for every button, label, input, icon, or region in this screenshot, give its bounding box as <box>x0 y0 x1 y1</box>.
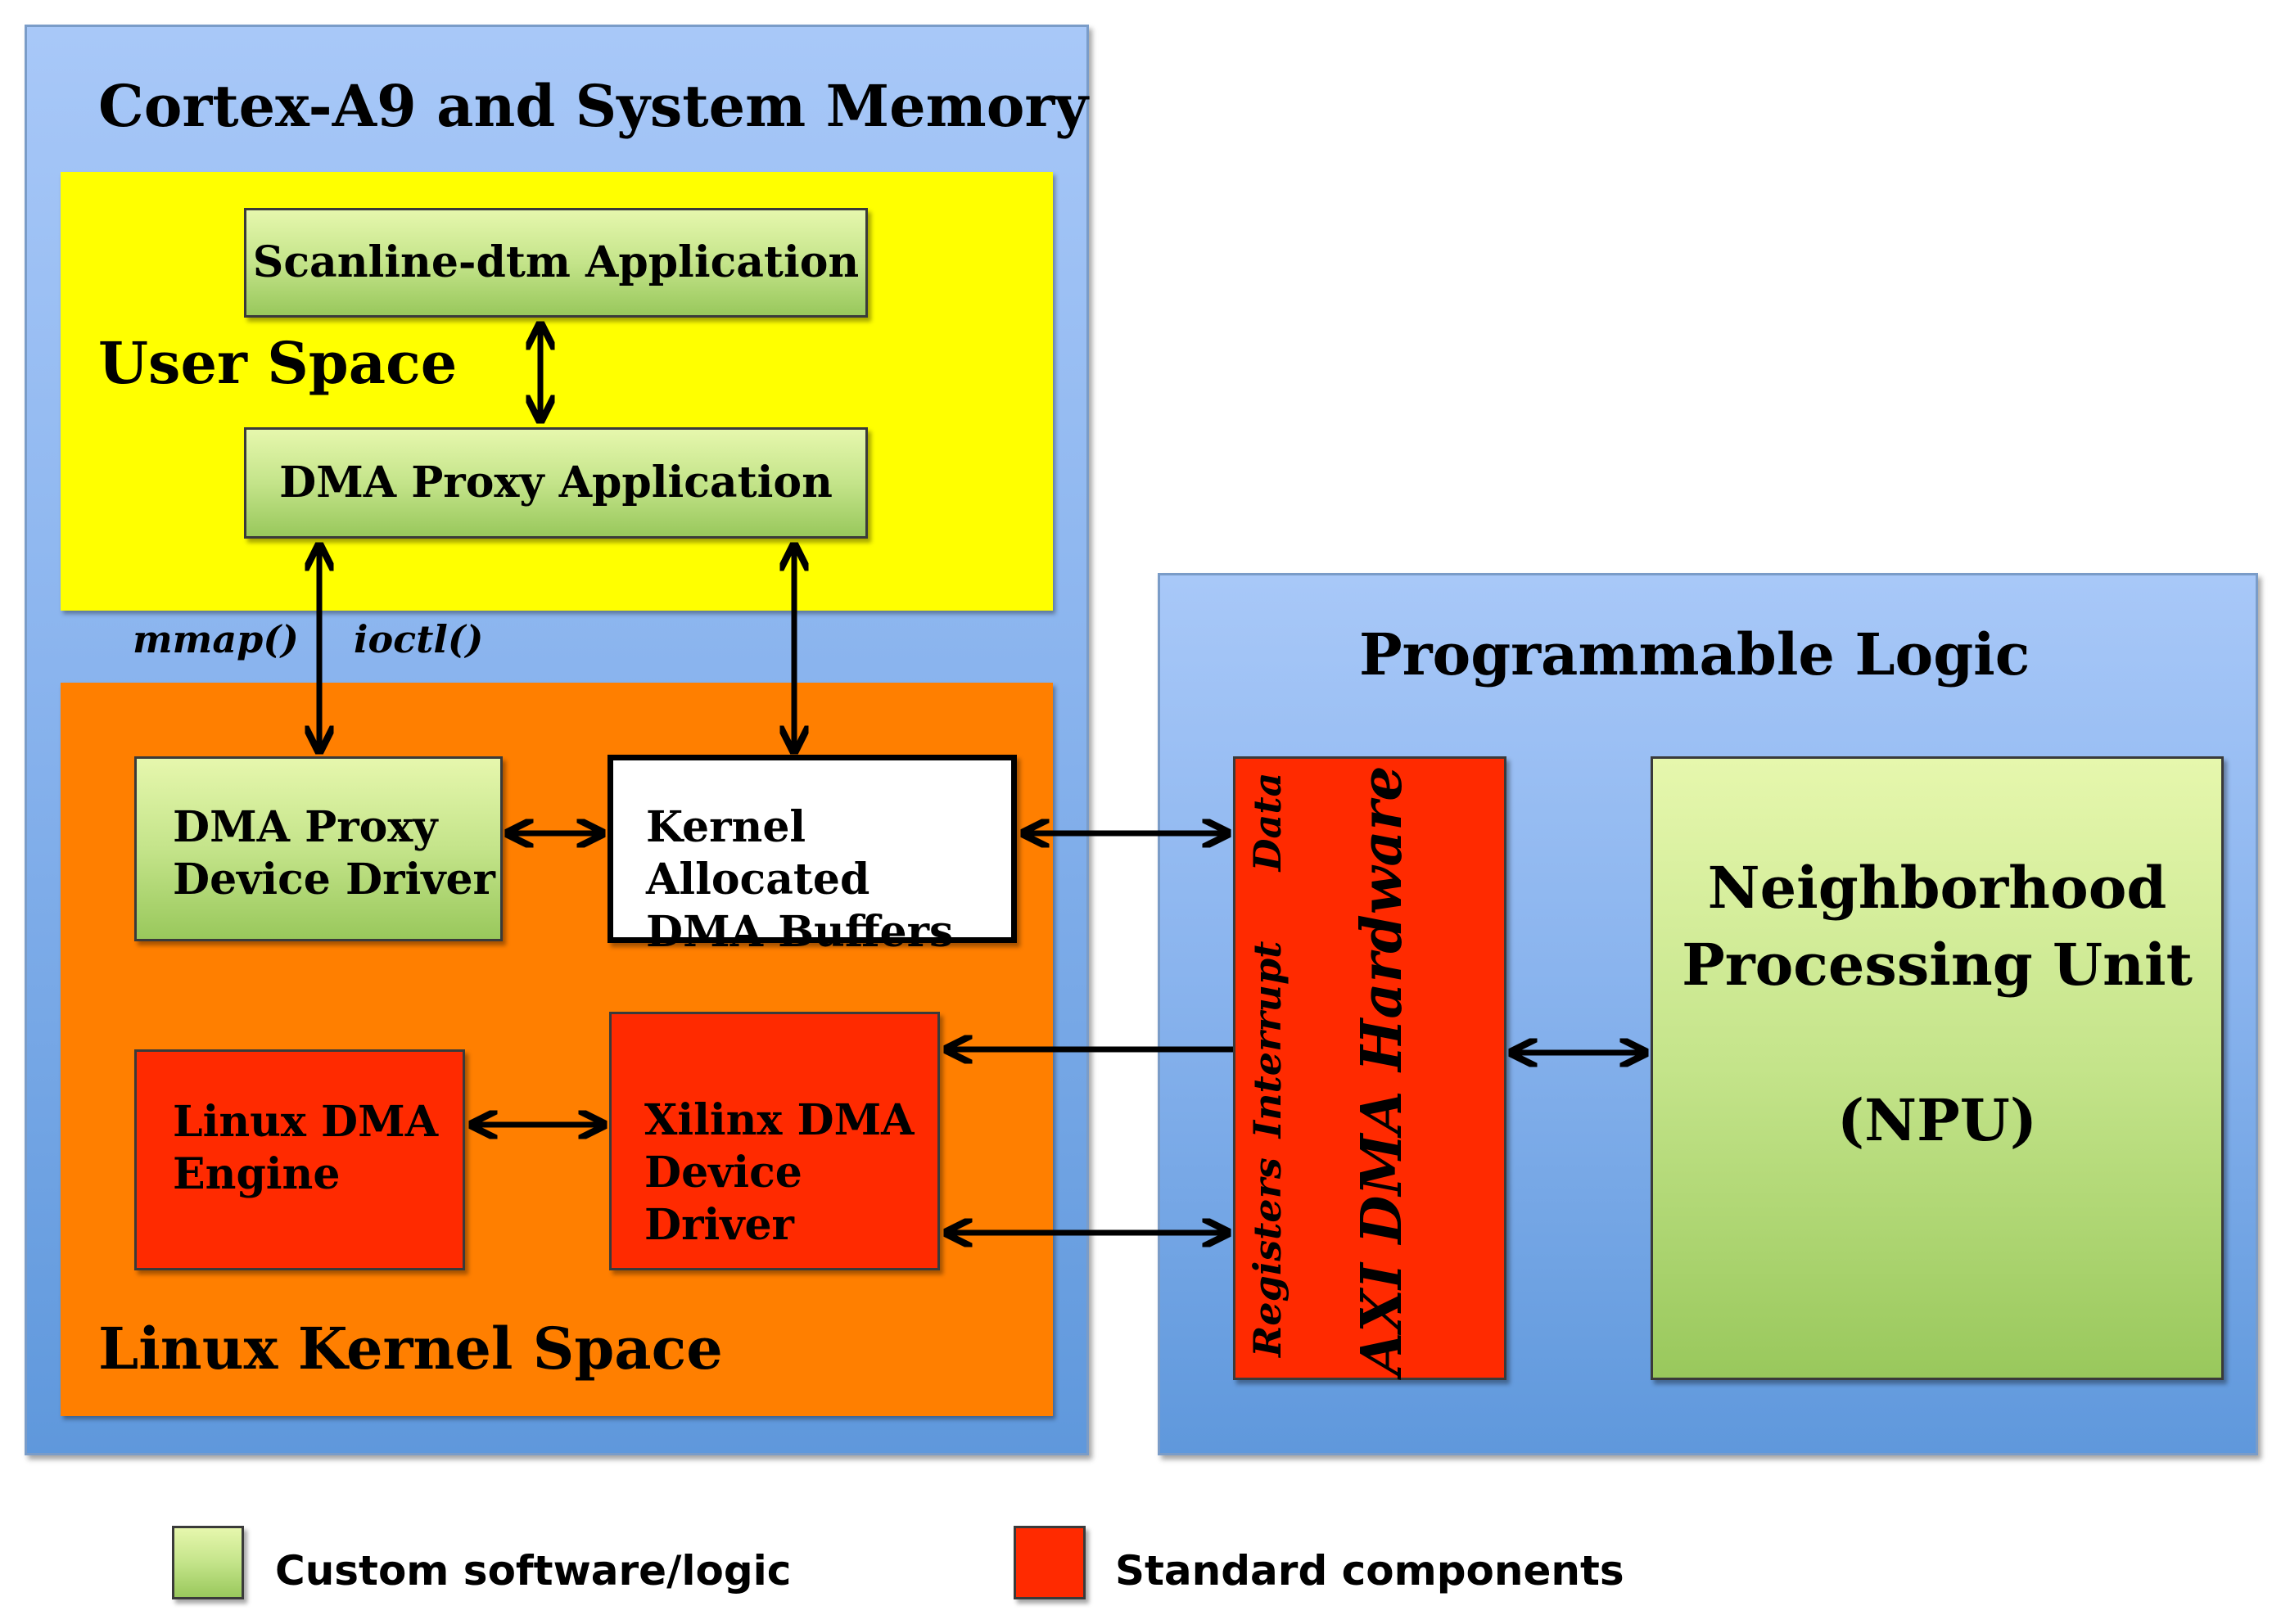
programmable-logic-title: Programmable Logic <box>1359 620 2030 688</box>
npu-line3: (NPU) <box>1837 1086 2037 1154</box>
npu-box <box>1651 756 2224 1380</box>
xilinx-dma-device-driver-box: Xilinx DMA Device Driver <box>609 1012 940 1270</box>
kernel-allocated-dma-buffers-line1: Kernel Allocated <box>646 802 870 904</box>
dma-proxy-application-box: DMA Proxy Application <box>244 427 868 539</box>
dma-proxy-device-driver-line2: Device Driver <box>173 855 495 904</box>
legend-standard-label: Standard components <box>1115 1547 1624 1595</box>
linux-dma-engine-line2: Engine <box>173 1149 341 1199</box>
kernel-allocated-dma-buffers-line2: DMA Buffers <box>646 907 954 957</box>
scanline-dtm-application-label: Scanline-dtm Application <box>252 237 860 287</box>
legend-custom-swatch <box>172 1526 244 1599</box>
linux-dma-engine-line1: Linux DMA <box>173 1097 439 1147</box>
linux-dma-engine-box: Linux DMA Engine <box>134 1049 465 1270</box>
linux-kernel-space-label: Linux Kernel Space <box>98 1315 723 1383</box>
axi-dma-hardware-box <box>1233 756 1506 1380</box>
kernel-allocated-dma-buffers-box: Kernel Allocated DMA Buffers <box>608 755 1017 957</box>
xilinx-dma-device-driver-line2: Device Driver <box>644 1148 802 1250</box>
mmap-label: mmap() <box>133 617 299 661</box>
ioctl-label: ioctl() <box>354 617 484 661</box>
dma-proxy-device-driver-line1: DMA Proxy <box>173 802 438 852</box>
npu-line2: Processing Unit <box>1682 931 2193 999</box>
user-space-label: User Space <box>98 329 458 397</box>
cortex-a9-title: Cortex-A9 and System Memory <box>98 72 1088 140</box>
dma-proxy-application-label: DMA Proxy Application <box>279 458 833 508</box>
dma-proxy-device-driver-box: DMA Proxy Device Driver <box>134 756 503 941</box>
scanline-dtm-application-box: Scanline-dtm Application <box>244 208 868 318</box>
xilinx-dma-device-driver-line1: Xilinx DMA <box>644 1095 915 1145</box>
legend-standard-swatch <box>1014 1526 1086 1599</box>
npu-line1: Neighborhood <box>1707 854 2167 922</box>
legend-custom-label: Custom software/logic <box>275 1547 792 1595</box>
